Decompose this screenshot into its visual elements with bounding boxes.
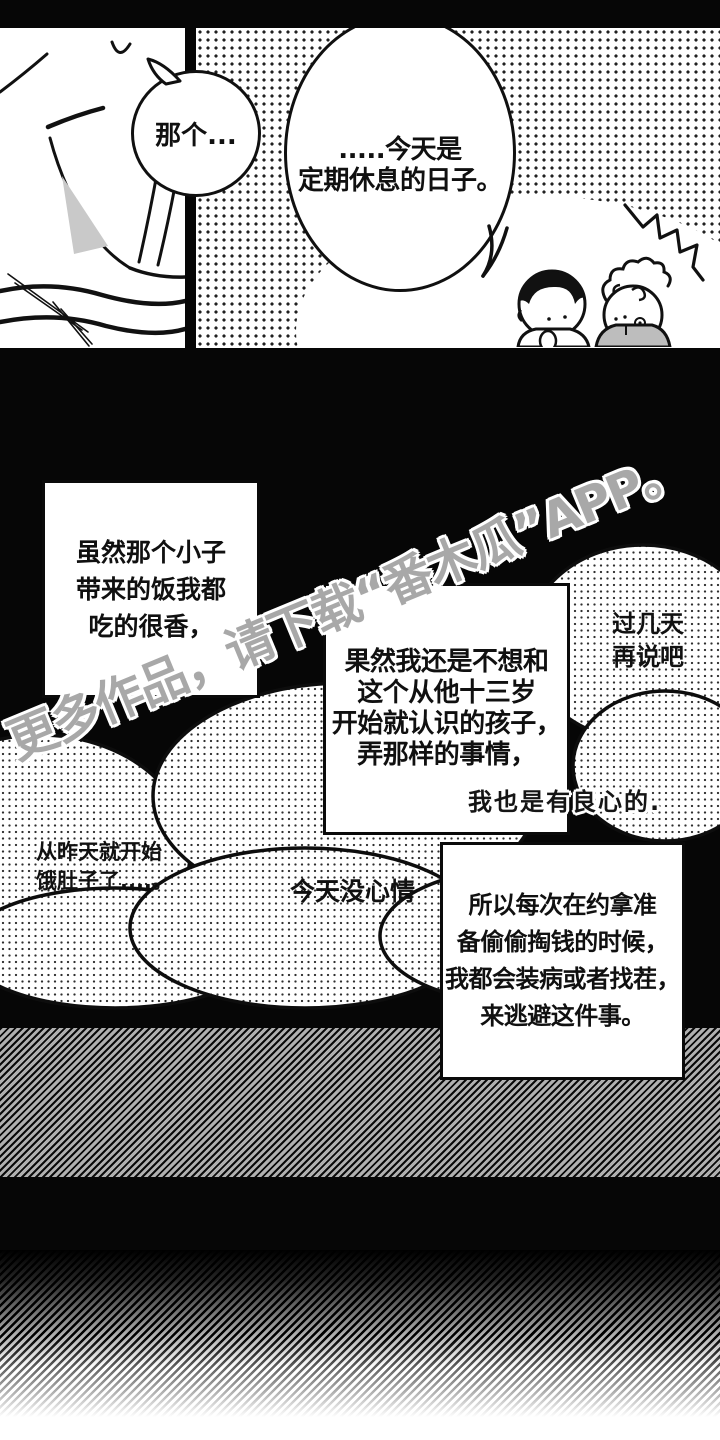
caption-box-1: 虽然那个小子 带来的饭我都 吃的很香， — [42, 480, 260, 698]
bubble1-tail — [146, 57, 182, 86]
black-band — [0, 1177, 720, 1250]
caption-line: 吃的很香， — [88, 611, 214, 641]
caption-line: 虽然那个小子 — [75, 537, 226, 567]
characters-art — [481, 203, 705, 347]
thought-line: 饿肚子了....。 — [36, 869, 173, 893]
caption-box-2: 果然我还是不想和 这个从他十三岁 开始就认识的孩子， 弄那样的事情， — [323, 583, 570, 835]
speech-bubble-restday: .....今天是 定期休息的日子。 — [284, 28, 516, 292]
caption-line: 带来的饭我都 — [75, 574, 226, 604]
speech-bubble-nage: 那个... — [131, 70, 261, 197]
hatch-gradient-band — [0, 1250, 720, 1440]
curly-hair — [601, 256, 672, 302]
caption-line: 这个从他十三岁 — [357, 678, 536, 708]
top-border-bar — [0, 0, 720, 28]
thought-line: 过几天 — [612, 610, 684, 638]
caption-line: 所以每次在约拿准 — [468, 891, 658, 919]
thought-line: 再说吧 — [612, 643, 684, 671]
panel-scene: .....今天是 定期休息的日子。 — [196, 28, 720, 347]
thought-hungry: 从昨天就开始 饿肚子了....。 — [36, 838, 173, 896]
bubble-text: 那个... — [155, 121, 237, 151]
character-curly-hair — [594, 256, 672, 347]
closeup-line-art — [0, 40, 185, 347]
neck-shade — [62, 176, 108, 254]
caption-line: 我都会装病或者找茬， — [445, 965, 681, 993]
caption-box-3: 所以每次在约拿准 备偷偷掏钱的时候， 我都会装病或者找茬， 来逃避这件事。 — [440, 842, 685, 1080]
bubble-tail — [481, 224, 509, 278]
annoyance-squiggle — [623, 203, 705, 282]
bubble-line: 定期休息的日子。 — [297, 166, 503, 196]
held-object — [538, 329, 558, 347]
character-black-hair — [516, 269, 591, 347]
black-hair — [518, 271, 585, 304]
caption-line: 果然我还是不想和 — [344, 647, 549, 677]
thought-conscience: 我也是有良心的. — [468, 788, 662, 816]
panel-closeup — [0, 28, 185, 347]
caption-line: 开始就认识的孩子， — [331, 709, 562, 739]
caption-line: 来逃避这件事。 — [480, 1002, 645, 1030]
gray-shirt — [594, 323, 672, 347]
thought-line: 从昨天就开始 — [36, 840, 162, 864]
thought-later: 过几天 再说吧 — [598, 608, 698, 674]
caption-line: 弄那样的事情， — [357, 740, 536, 770]
caption-line: 备偷偷掏钱的时候， — [456, 928, 669, 956]
thought-no-mood: 今天没心情 — [290, 877, 416, 906]
bubble-line: .....今天是 — [338, 135, 462, 165]
